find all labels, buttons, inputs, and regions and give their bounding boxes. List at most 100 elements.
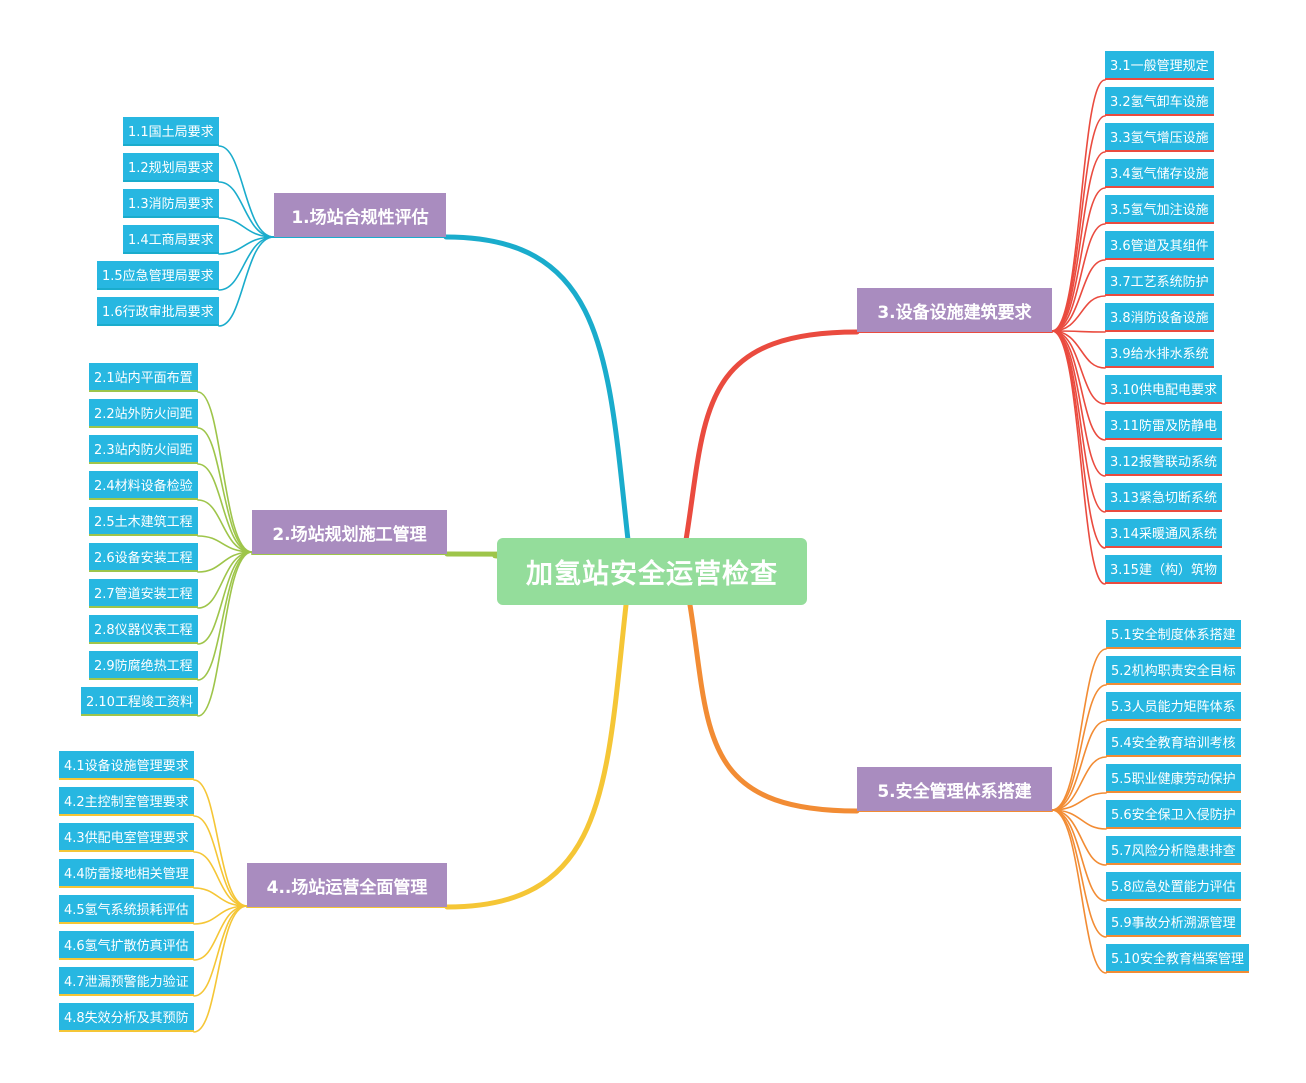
- leaf-connector: [193, 887, 248, 907]
- leaf-connector: [197, 551, 253, 717]
- leaf-connector: [1051, 79, 1106, 332]
- topic-leaf[interactable]: 5.5职业健康劳动保护: [1106, 764, 1241, 793]
- leaf-connector: [1051, 684, 1107, 811]
- topic-leaf[interactable]: 3.5氢气加注设施: [1105, 195, 1214, 224]
- topic-leaf[interactable]: 2.4材料设备检验: [89, 471, 198, 500]
- leaf-connector: [197, 427, 253, 553]
- leaf-connector: [193, 851, 248, 907]
- leaf-connector: [1051, 330, 1106, 549]
- topic-leaf[interactable]: 3.7工艺系统防护: [1105, 267, 1214, 296]
- topic-leaf[interactable]: 5.3人员能力矩阵体系: [1106, 692, 1241, 721]
- topic-leaf[interactable]: 4.1设备设施管理要求: [59, 751, 194, 780]
- leaf-connector: [1051, 809, 1107, 974]
- leaf-connector: [218, 145, 275, 238]
- topic-leaf[interactable]: 3.15建（构）筑物: [1105, 555, 1222, 584]
- topic-leaf[interactable]: 1.2规划局要求: [123, 153, 219, 182]
- topic-leaf[interactable]: 3.6管道及其组件: [1105, 231, 1214, 260]
- topic-leaf[interactable]: 4.6氢气扩散仿真评估: [59, 931, 194, 960]
- leaf-connector: [1051, 330, 1106, 405]
- topic-leaf[interactable]: 2.7管道安装工程: [89, 579, 198, 608]
- branch-connector: [683, 329, 860, 543]
- topic-leaf[interactable]: 5.1安全制度体系搭建: [1106, 620, 1241, 649]
- root-topic[interactable]: 加氢站安全运营检查: [497, 538, 807, 605]
- topic-leaf[interactable]: 3.1一般管理规定: [1105, 51, 1214, 80]
- topic-leaf[interactable]: 3.3氢气增压设施: [1105, 123, 1214, 152]
- topic-leaf[interactable]: 5.10安全教育档案管理: [1106, 944, 1249, 973]
- leaf-connector: [197, 551, 253, 645]
- leaf-connector: [1051, 792, 1107, 811]
- branch-facilities[interactable]: 3.设备设施建筑要求: [857, 288, 1052, 332]
- leaf-connector: [1051, 330, 1106, 585]
- leaf-connector: [1051, 648, 1107, 811]
- leaf-connector: [193, 905, 248, 925]
- leaf-connector: [197, 499, 253, 553]
- topic-leaf[interactable]: 3.4氢气储存设施: [1105, 159, 1214, 188]
- leaf-connector: [1051, 330, 1106, 477]
- topic-leaf[interactable]: 5.8应急处置能力评估: [1106, 872, 1241, 901]
- topic-leaf[interactable]: 4.2主控制室管理要求: [59, 787, 194, 816]
- topic-leaf[interactable]: 3.12报警联动系统: [1105, 447, 1222, 476]
- topic-leaf[interactable]: 5.9事故分析溯源管理: [1106, 908, 1241, 937]
- topic-leaf[interactable]: 5.4安全教育培训考核: [1106, 728, 1241, 757]
- topic-leaf[interactable]: 1.4工商局要求: [123, 225, 219, 254]
- branch-connector: [687, 602, 860, 814]
- leaf-connector: [1051, 809, 1107, 830]
- topic-leaf[interactable]: 3.13紧急切断系统: [1105, 483, 1222, 512]
- topic-leaf[interactable]: 4.4防雷接地相关管理: [59, 859, 194, 888]
- topic-leaf[interactable]: 2.10工程竣工资料: [81, 687, 198, 716]
- topic-leaf[interactable]: 5.7风险分析隐患排查: [1106, 836, 1241, 865]
- branch-connector: [444, 602, 629, 910]
- topic-leaf[interactable]: 5.6安全保卫入侵防护: [1106, 800, 1241, 829]
- leaf-connector: [218, 236, 275, 291]
- leaf-connector: [197, 551, 253, 609]
- topic-leaf[interactable]: 3.8消防设备设施: [1105, 303, 1214, 332]
- leaf-connector: [1051, 187, 1106, 332]
- leaf-connector: [197, 391, 253, 553]
- leaf-connector: [1051, 756, 1107, 811]
- leaf-connector: [193, 779, 248, 907]
- topic-leaf[interactable]: 1.1国土局要求: [123, 117, 219, 146]
- topic-leaf[interactable]: 5.2机构职责安全目标: [1106, 656, 1241, 685]
- leaf-connector: [1051, 809, 1107, 866]
- leaf-connector: [1051, 809, 1107, 902]
- leaf-connector: [218, 236, 275, 255]
- topic-leaf[interactable]: 2.3站内防火间距: [89, 435, 198, 464]
- topic-leaf[interactable]: 1.5应急管理局要求: [97, 261, 219, 290]
- topic-leaf[interactable]: 4.3供配电室管理要求: [59, 823, 194, 852]
- leaf-connector: [1051, 720, 1107, 811]
- leaf-connector: [218, 217, 275, 238]
- topic-leaf[interactable]: 2.2站外防火间距: [89, 399, 198, 428]
- topic-leaf[interactable]: 2.8仪器仪表工程: [89, 615, 198, 644]
- leaf-connector: [197, 551, 253, 681]
- topic-leaf[interactable]: 2.1站内平面布置: [89, 363, 198, 392]
- leaf-connector: [1051, 223, 1106, 332]
- branch-safety-system[interactable]: 5.安全管理体系搭建: [857, 767, 1052, 811]
- topic-leaf[interactable]: 2.5土木建筑工程: [89, 507, 198, 536]
- topic-leaf[interactable]: 3.14采暖通风系统: [1105, 519, 1222, 548]
- leaf-connector: [1051, 330, 1106, 333]
- topic-leaf[interactable]: 3.9给水排水系统: [1105, 339, 1214, 368]
- leaf-connector: [1051, 330, 1106, 441]
- leaf-connector: [197, 535, 253, 553]
- topic-leaf[interactable]: 2.6设备安装工程: [89, 543, 198, 572]
- topic-leaf[interactable]: 3.10供电配电要求: [1105, 375, 1222, 404]
- topic-leaf[interactable]: 4.5氢气系统损耗评估: [59, 895, 194, 924]
- leaf-connector: [1051, 115, 1106, 332]
- branch-connector: [443, 234, 631, 543]
- leaf-connector: [197, 551, 253, 573]
- topic-leaf[interactable]: 1.6行政审批局要求: [97, 297, 219, 326]
- topic-leaf[interactable]: 4.7泄漏预警能力验证: [59, 967, 194, 996]
- leaf-connector: [193, 815, 248, 907]
- topic-leaf[interactable]: 3.11防雷及防静电: [1105, 411, 1222, 440]
- leaf-connector: [193, 905, 248, 997]
- topic-leaf[interactable]: 2.9防腐绝热工程: [89, 651, 198, 680]
- branch-planning[interactable]: 2.场站规划施工管理: [252, 510, 447, 554]
- leaf-connector: [1051, 151, 1106, 332]
- topic-leaf[interactable]: 4.8失效分析及其预防: [59, 1003, 194, 1032]
- leaf-connector: [1051, 330, 1106, 513]
- topic-leaf[interactable]: 3.2氢气卸车设施: [1105, 87, 1214, 116]
- branch-operation[interactable]: 4..场站运营全面管理: [247, 863, 447, 907]
- branch-compliance[interactable]: 1.场站合规性评估: [274, 193, 446, 237]
- leaf-connector: [197, 463, 253, 553]
- topic-leaf[interactable]: 1.3消防局要求: [123, 189, 219, 218]
